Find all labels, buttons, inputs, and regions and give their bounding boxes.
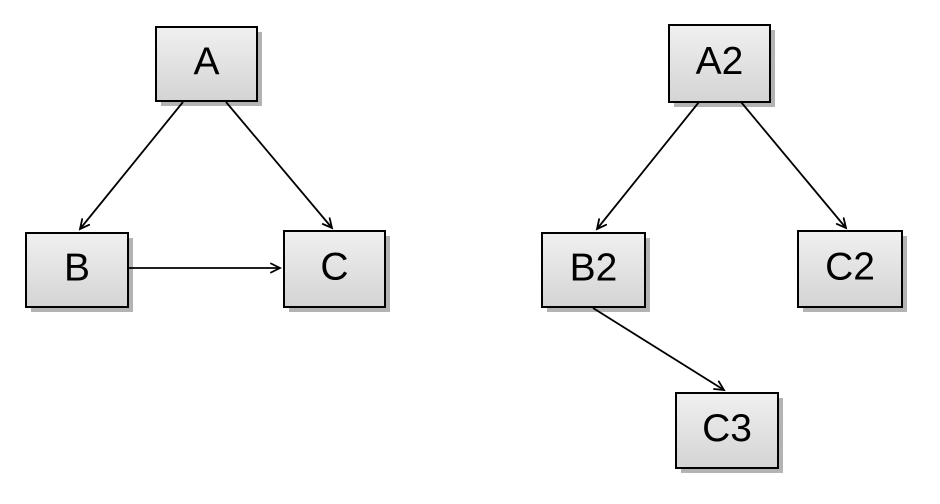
node-C3[interactable]: C3	[675, 392, 783, 473]
node-label: C	[320, 246, 348, 289]
node-C2[interactable]: C2	[797, 230, 907, 312]
node-box	[675, 392, 779, 469]
edge-A-C	[225, 101, 332, 228]
node-A2[interactable]: A2	[668, 24, 775, 107]
node-box	[797, 230, 903, 308]
edge-A-B	[80, 101, 184, 229]
node-box	[25, 232, 129, 308]
node-box	[283, 230, 386, 308]
node-label: A2	[696, 40, 744, 83]
edge-A2-C2	[740, 101, 846, 228]
node-label: A	[193, 41, 219, 84]
edges-layer	[80, 101, 846, 390]
node-A[interactable]: A	[155, 26, 262, 106]
node-label: B2	[570, 247, 618, 290]
node-label: C2	[825, 246, 875, 289]
node-box	[668, 24, 771, 103]
edge-A2-B2	[597, 101, 700, 229]
node-label: B	[64, 247, 90, 290]
node-B[interactable]: B	[25, 232, 133, 312]
node-box	[541, 232, 646, 308]
node-label: C3	[702, 407, 752, 450]
node-B2[interactable]: B2	[541, 232, 650, 312]
node-C[interactable]: C	[283, 230, 390, 312]
edge-B2-C3	[592, 307, 724, 390]
node-box	[155, 26, 258, 102]
